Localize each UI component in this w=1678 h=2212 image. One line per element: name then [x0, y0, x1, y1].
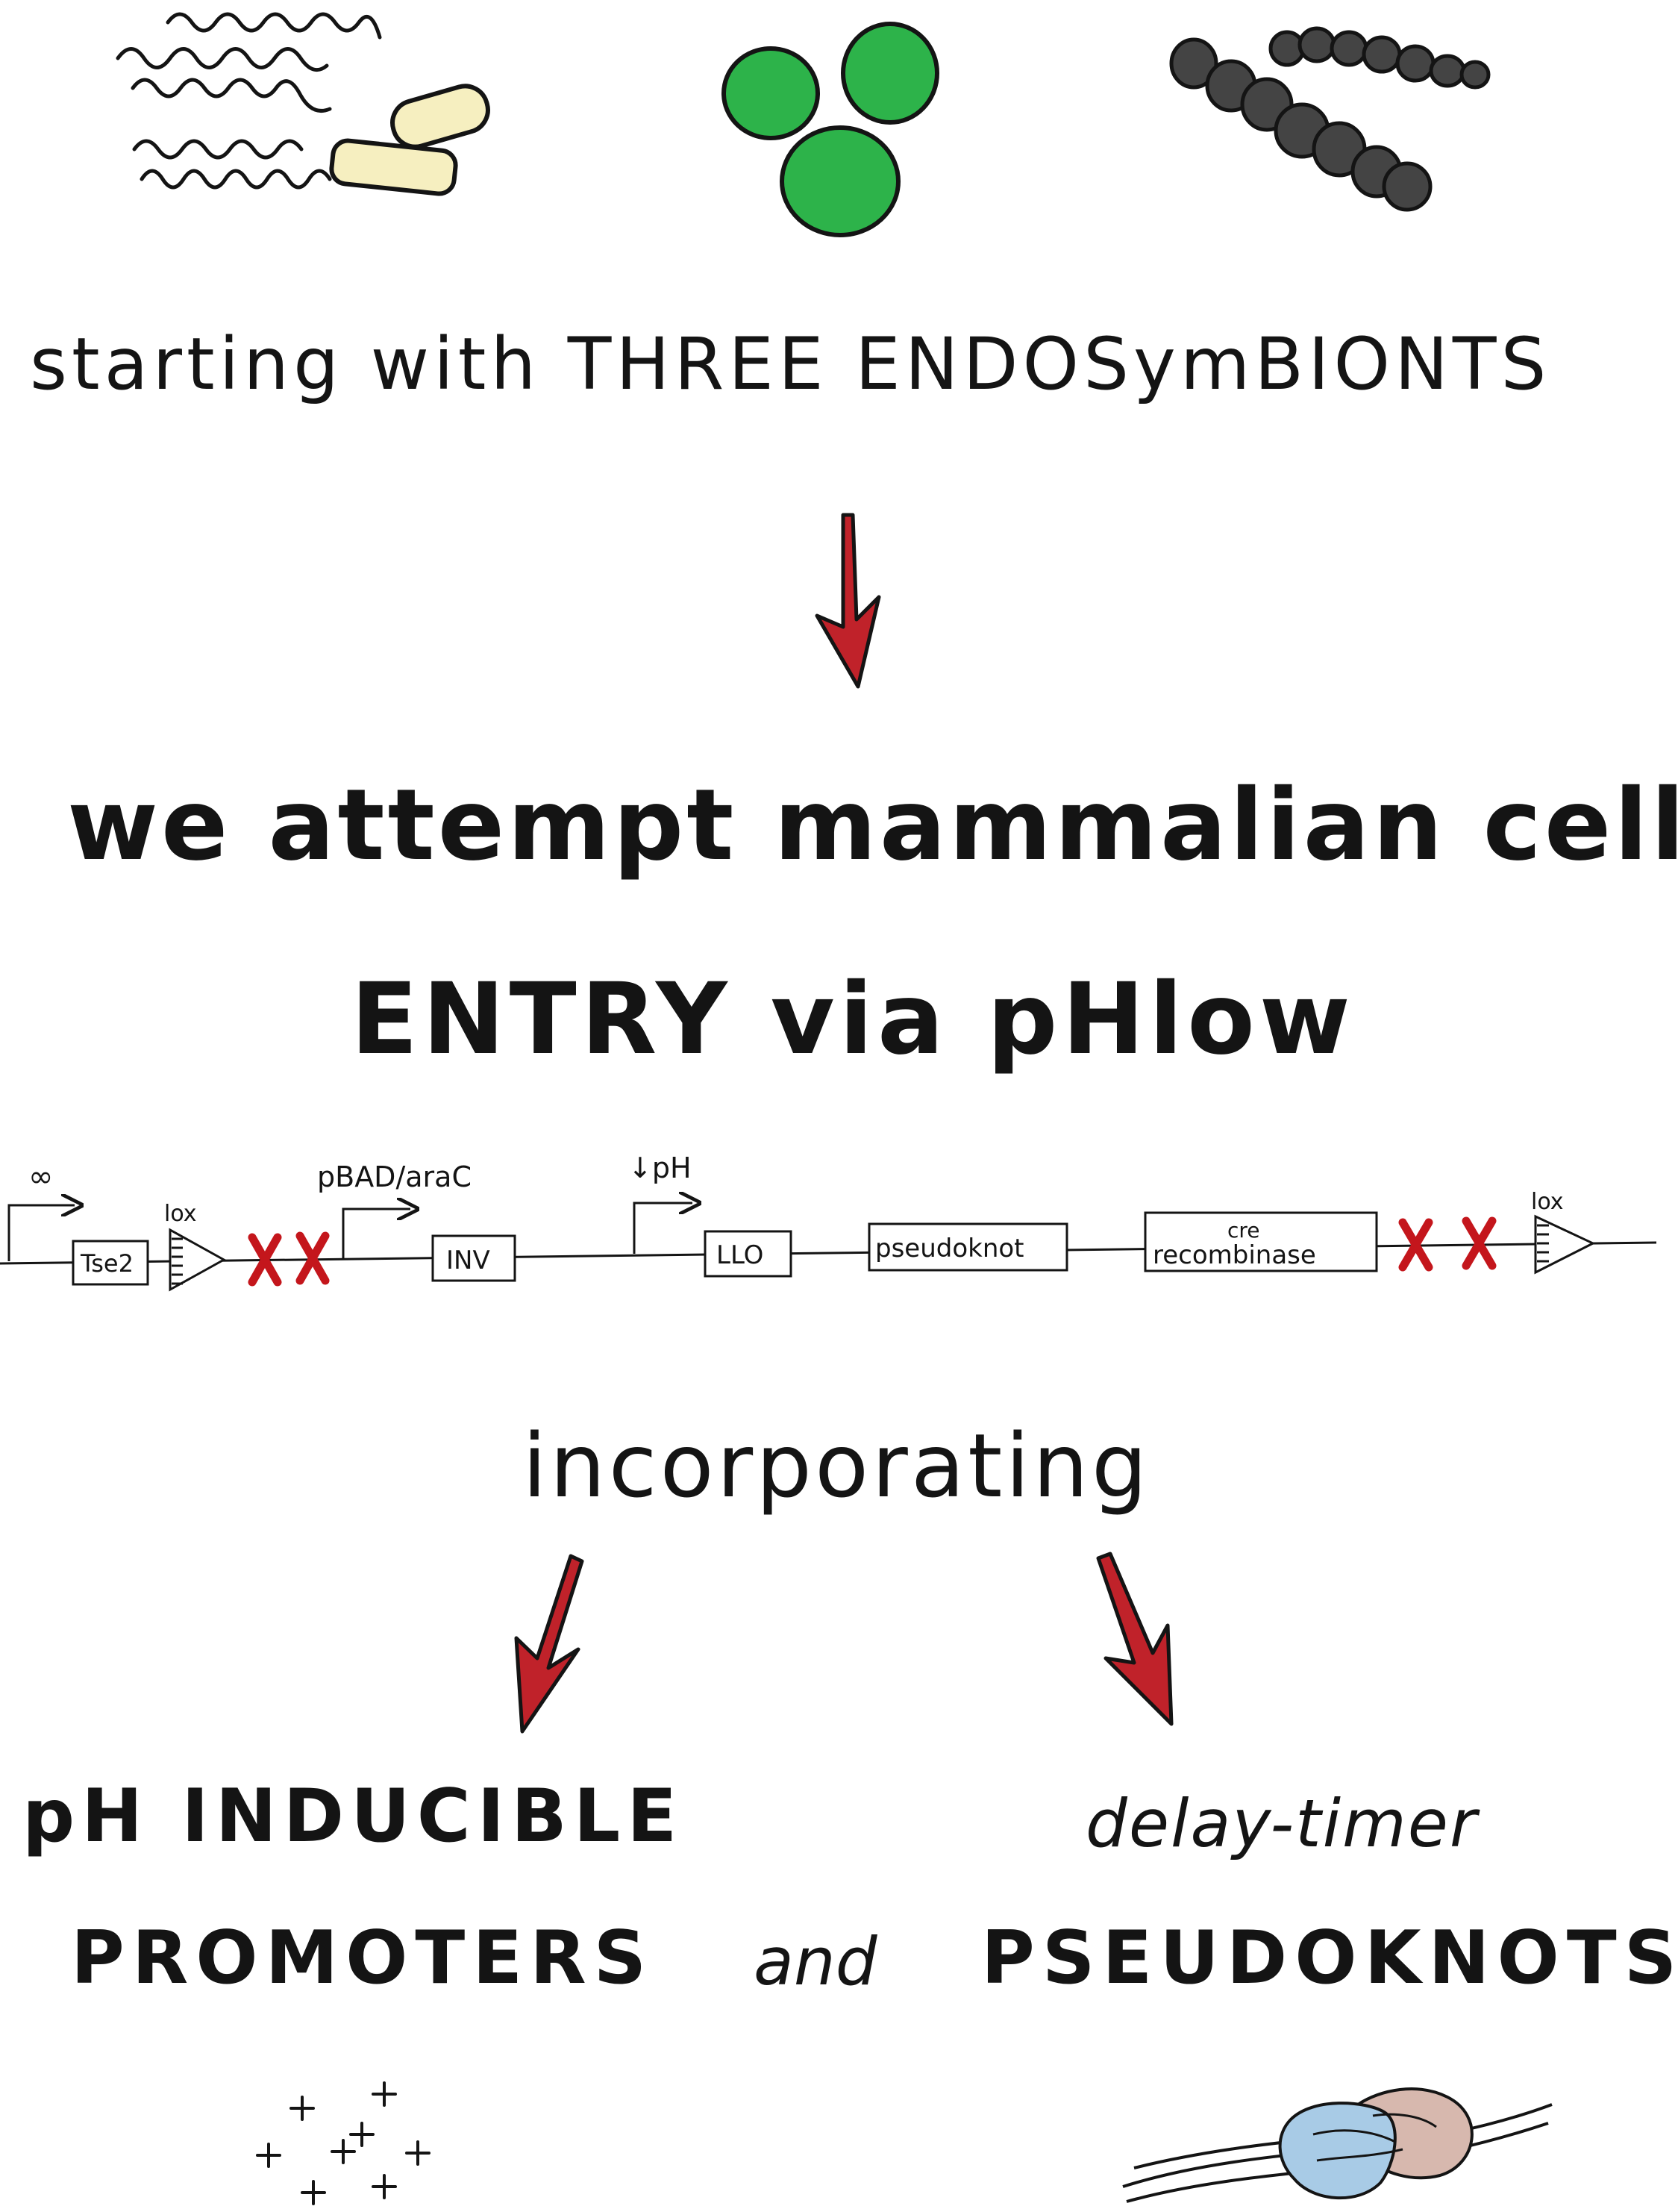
gene-label-llo: LLO	[716, 1240, 763, 1270]
gene-label-pseudoknot: pseudoknot	[875, 1234, 1024, 1263]
gene-label-cre-bottom: recombinase	[1153, 1240, 1316, 1270]
gene-box-cre-recombinase	[1144, 1211, 1378, 1272]
pseudoknot-structure-icon	[1122, 2087, 1553, 2203]
lox-label-right: lox	[1531, 1189, 1564, 1215]
connector-and: and	[754, 1923, 877, 2000]
flagellated-bacteria-icon	[116, 12, 490, 196]
stop-x-left	[248, 1231, 330, 1287]
genetic-construct: ∞ Tse2 lox pBAD/araC INV ↓pH LLO pseudok…	[0, 1152, 1657, 1292]
promoter-label-constitutive: ∞	[28, 1160, 53, 1194]
green-cocci-icon	[721, 22, 939, 237]
down-right-arrow-icon	[1096, 1552, 1174, 1726]
right-result-title: PSEUDOKNOTS	[981, 1916, 1678, 2001]
promoter-label-pbad: pBAD/araC	[317, 1160, 472, 1193]
gene-label-tse2: Tse2	[80, 1249, 134, 1278]
gene-label-inv: INV	[446, 1246, 490, 1275]
promoter-arrow-icon	[633, 1203, 692, 1254]
left-result-line-1: pH INDUCIBLE	[22, 1774, 684, 1859]
left-result-line-2: PROMOTERS	[71, 1916, 654, 2001]
stop-x-right	[1398, 1216, 1497, 1272]
lox-site-right	[1534, 1214, 1596, 1275]
promoter-arrow-icon	[7, 1205, 75, 1261]
lox-site-left	[169, 1228, 227, 1292]
down-arrow-icon	[815, 513, 881, 689]
intro-text: starting with THREE ENDOSymBIONTS	[30, 322, 1551, 406]
gene-label-cre-top: cre	[1227, 1218, 1260, 1243]
gene-box-tse2	[72, 1240, 149, 1286]
incorporating-text: incorporating	[522, 1414, 1151, 1517]
headline-line-1: we attempt mammalian cell	[67, 768, 1678, 883]
right-result-script: delay-timer	[1086, 1785, 1479, 1862]
lox-label-left: lox	[164, 1201, 197, 1227]
gene-box-pseudoknot	[868, 1222, 1068, 1272]
dark-streptococci-icon	[1169, 26, 1491, 212]
gene-box-llo	[704, 1230, 792, 1278]
promoter-arrow-icon	[342, 1209, 410, 1260]
down-left-arrow-icon	[514, 1554, 584, 1734]
gene-box-inv	[431, 1234, 516, 1282]
headline-line-2: ENTRY via pHlow	[351, 962, 1355, 1077]
proton-plus-signs-icon	[256, 2081, 431, 2205]
promoter-label-ph: ↓pH	[628, 1152, 692, 1184]
